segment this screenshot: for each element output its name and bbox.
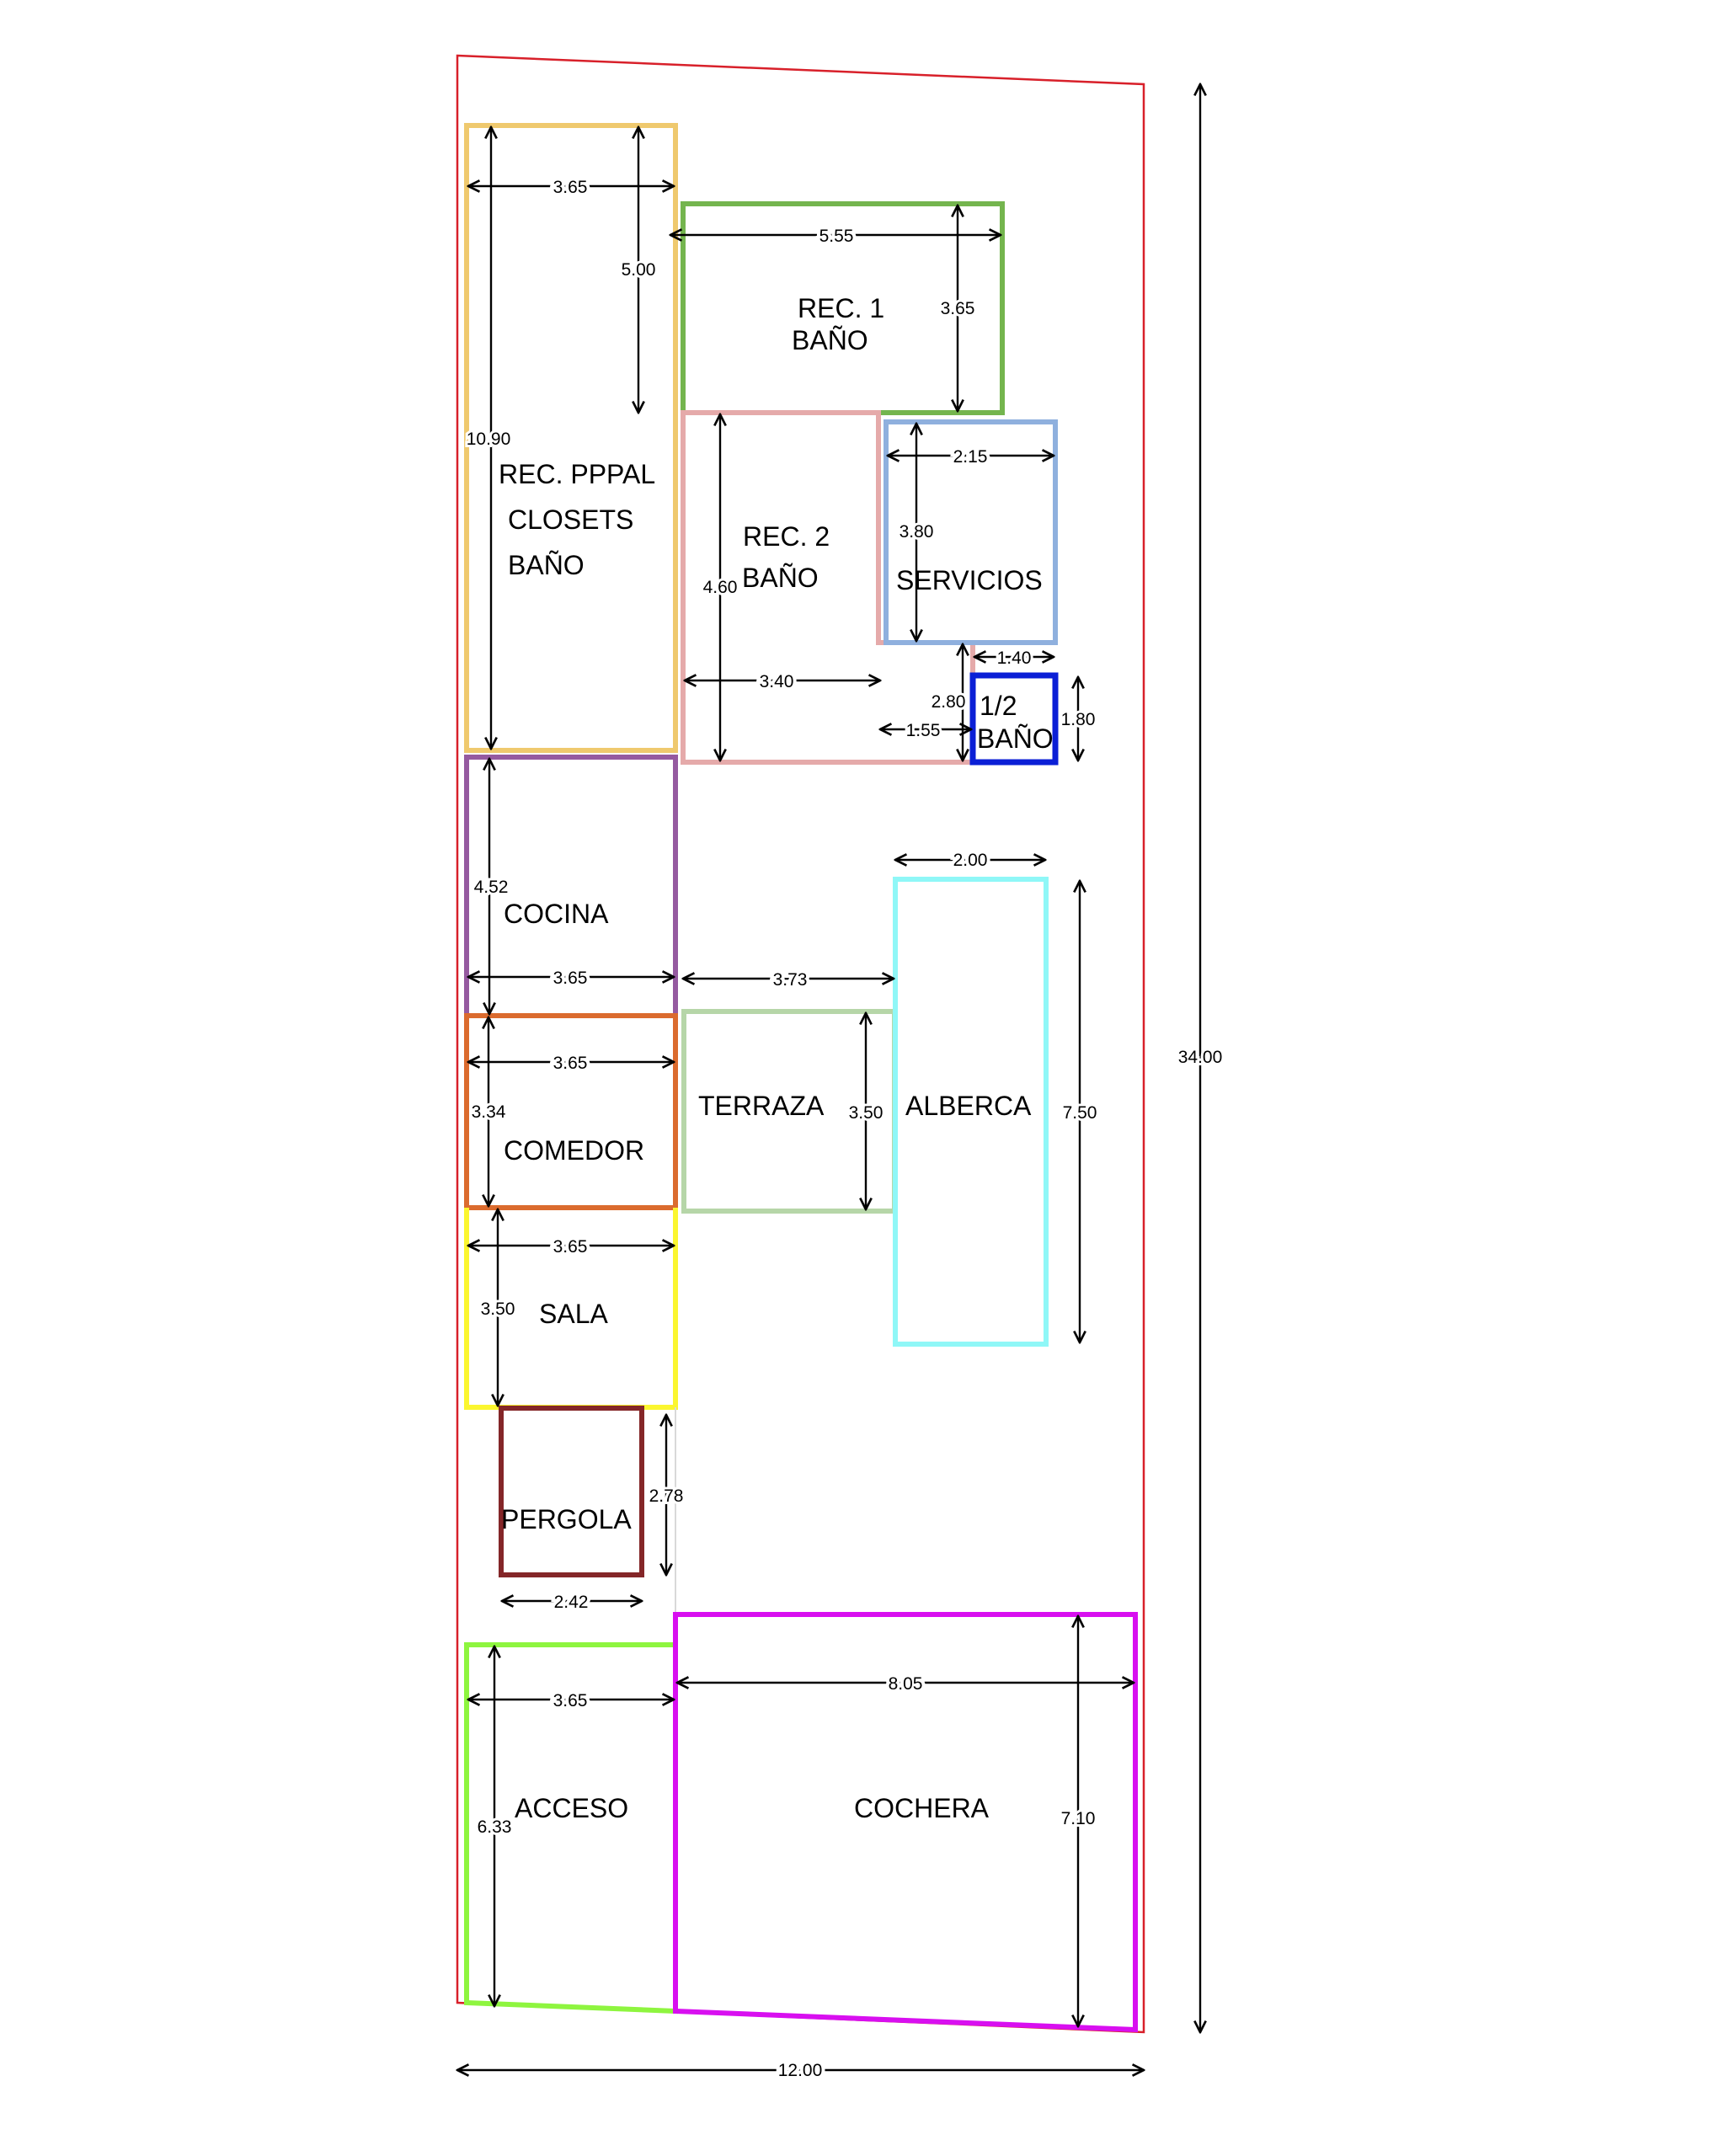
dim-medio-bano-depth: 1.80	[1061, 710, 1096, 729]
label-comedor: COMEDOR	[504, 1135, 644, 1166]
dim-alberca-width: 2.00	[953, 851, 988, 870]
dim-rec2-offset: 1.55	[906, 721, 941, 740]
dim-cochera-width: 8.05	[889, 1674, 923, 1694]
dim-rec2-width: 3.40	[760, 672, 794, 691]
dim-rec2-depth: 4.60	[703, 578, 738, 597]
dim-pergola-width: 2.42	[554, 1593, 589, 1612]
room-cochera	[673, 1612, 1138, 2033]
dim-cocina-width: 3.65	[553, 969, 588, 988]
label-cochera: COCHERA	[854, 1793, 990, 1823]
room-alberca	[893, 877, 1049, 1347]
label-servicios: SERVICIOS	[896, 565, 1043, 595]
dim-comedor-depth: 3.34	[472, 1102, 506, 1122]
dim-servicios-width: 2.15	[953, 447, 988, 467]
dim-rec1-width: 5.55	[819, 227, 854, 246]
dimension-labels: 12.00 34.00 3.65 5.00 10.90 5.55 3.65 4.…	[464, 174, 1225, 2084]
label-rec1-1: REC. 1	[798, 293, 884, 323]
dim-rec-ppal-width: 3.65	[553, 178, 588, 197]
dim-alberca-depth: 7.50	[1063, 1103, 1097, 1123]
label-terraza: TERRAZA	[698, 1091, 825, 1121]
dim-medio-bano-width: 1.40	[997, 648, 1032, 668]
label-pergola: PERGOLA	[501, 1504, 632, 1534]
dim-pergola-depth: 2.78	[649, 1486, 684, 1506]
dim-lot-width: 12.00	[778, 2061, 823, 2080]
dim-rec-ppal-depth: 10.90	[467, 430, 511, 449]
label-rec-ppal-3: BAÑO	[508, 550, 585, 580]
dim-rec-ppal-5: 5.00	[622, 260, 656, 280]
dim-acceso-depth: 6.33	[478, 1817, 512, 1837]
label-medio-bano-2: BAÑO	[977, 723, 1054, 754]
dim-servicios-depth: 3.80	[900, 522, 934, 542]
room-labels: REC. PPPAL CLOSETS BAÑO REC. 1 BAÑO REC.…	[499, 293, 1054, 1823]
dim-lot-depth: 34.00	[1178, 1048, 1223, 1067]
label-rec2-2: BAÑO	[742, 563, 819, 593]
room-medio-bano	[969, 672, 1059, 766]
dim-sala-depth: 3.50	[481, 1299, 515, 1319]
label-medio-bano-1: 1/2	[980, 691, 1017, 721]
label-rec2-1: REC. 2	[743, 521, 830, 552]
dim-sala-width: 3.65	[553, 1237, 588, 1257]
dim-terraza-depth: 3.50	[849, 1103, 884, 1123]
lot-boundary	[456, 54, 1145, 2034]
dim-rec1-depth: 3.65	[941, 299, 975, 318]
label-cocina: COCINA	[504, 899, 609, 929]
label-alberca: ALBERCA	[905, 1091, 1032, 1121]
room-servicios	[884, 419, 1058, 645]
dim-rec2-notch: 2.80	[932, 692, 966, 712]
room-pergola	[499, 1406, 676, 1614]
label-rec-ppal-2: CLOSETS	[508, 504, 633, 535]
dim-terraza-gap: 3.73	[773, 970, 808, 990]
dim-cocina-depth: 4.52	[474, 878, 509, 897]
dim-cochera-depth: 7.10	[1061, 1809, 1096, 1828]
dim-acceso-width: 3.65	[553, 1691, 588, 1710]
label-acceso: ACCESO	[515, 1793, 628, 1823]
dim-comedor-width: 3.65	[553, 1054, 588, 1073]
label-rec-ppal-1: REC. PPPAL	[499, 459, 655, 489]
room-rec-ppal	[464, 123, 678, 753]
dimension-lines	[457, 84, 1200, 2070]
label-sala: SALA	[539, 1299, 608, 1329]
room-comedor	[464, 1013, 678, 1210]
label-rec1-2: BAÑO	[792, 325, 868, 355]
